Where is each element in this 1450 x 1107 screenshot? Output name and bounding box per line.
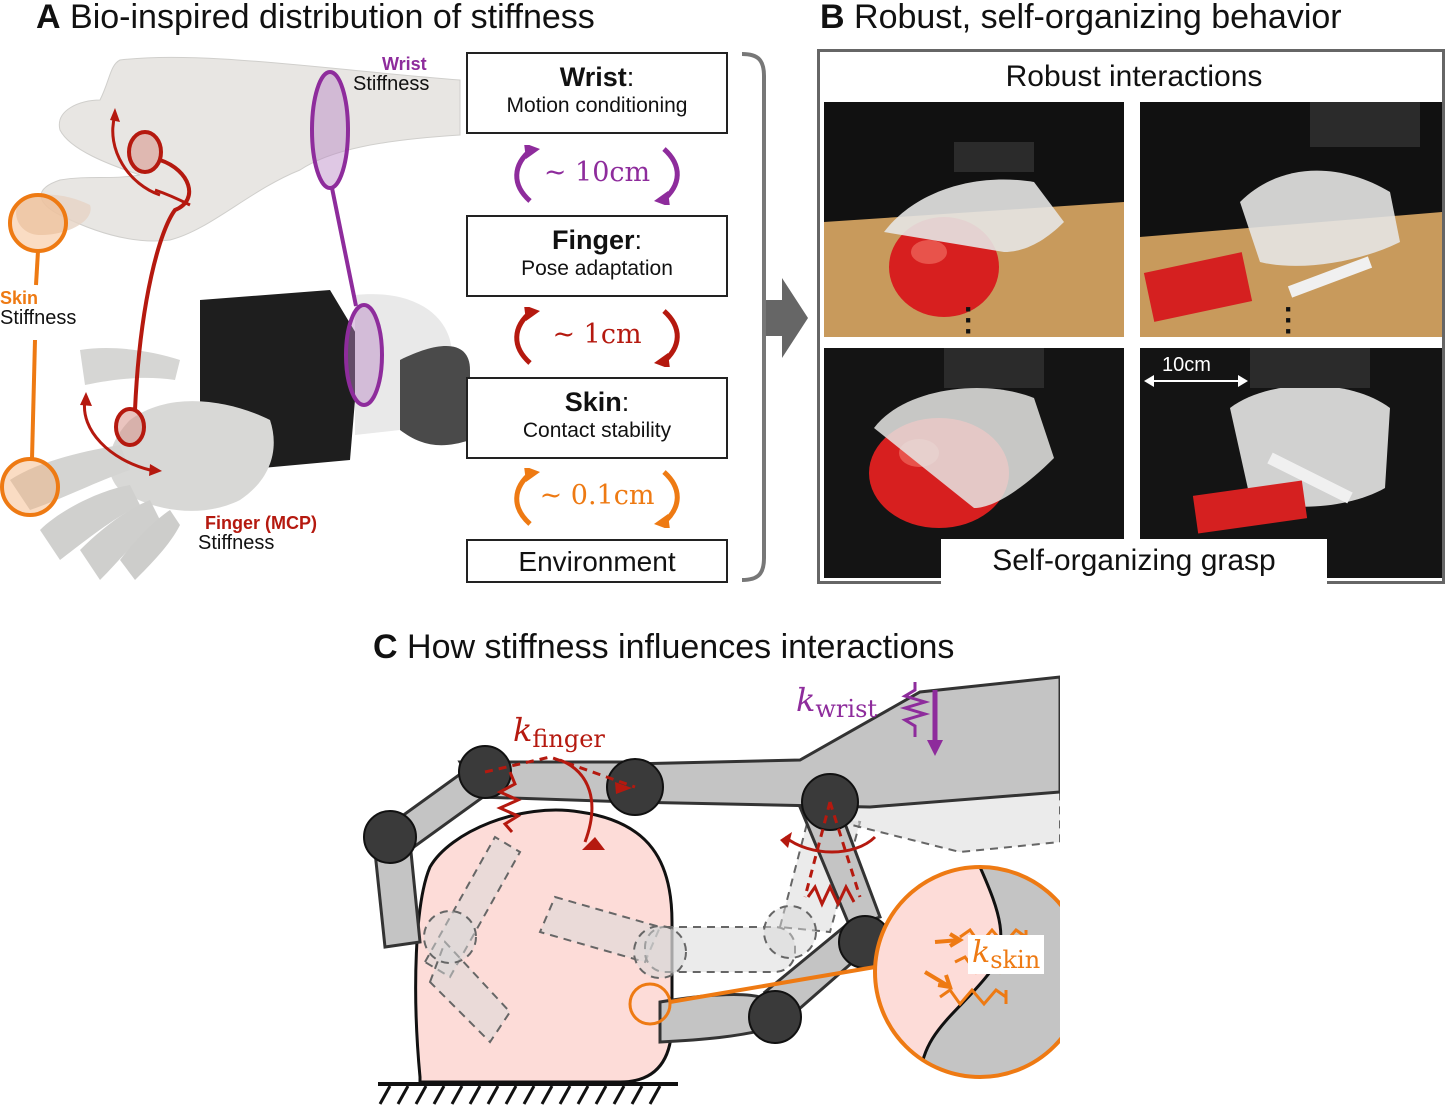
level-box-skin: Skin: Contact stability: [466, 377, 728, 459]
hand-illustration: [0, 56, 470, 580]
finger-label-name: Finger (MCP): [205, 513, 317, 533]
k-wrist-label: kwrist: [796, 681, 878, 723]
scale-wrist: ~ 10cm: [512, 145, 682, 205]
ellipsis-right: ···: [1284, 293, 1294, 348]
photo-objects-grasp: 10cm: [1140, 348, 1442, 578]
k-finger-label: kfinger: [513, 711, 605, 753]
photo-objects-initial: [1140, 102, 1442, 337]
level-box-finger: Finger: Pose adaptation: [466, 215, 728, 297]
caption-robust-interactions: Robust interactions: [953, 55, 1315, 102]
panel-a-title: A Bio-inspired distribution of stiffness: [36, 0, 595, 36]
interaction-schematic: [363, 675, 1060, 1105]
wrist-label-word: Stiffness: [353, 73, 430, 95]
ellipsis-left: ···: [964, 293, 974, 348]
bracket-arrow: [741, 52, 808, 582]
skin-label-name: Skin: [0, 288, 39, 308]
level-box-wrist: Wrist: Motion conditioning: [466, 52, 728, 134]
photo-pepper-initial: [824, 102, 1124, 337]
k-skin-label: kskin: [968, 935, 1045, 974]
skin-label-word: Stiffness: [0, 307, 77, 329]
panel-b-title: B Robust, self-organizing behavior: [820, 0, 1342, 36]
caption-self-organizing-grasp: Self-organizing grasp: [941, 539, 1327, 584]
scale-wrist-value: ~ 10cm: [543, 157, 651, 188]
scale-skin-value: ~ 0.1cm: [539, 480, 655, 511]
wrist-label-name: Wrist: [382, 54, 427, 74]
finger-label-word: Stiffness: [198, 532, 275, 554]
scale-bar-label: 10cm: [1162, 354, 1211, 376]
photo-grid: 10cm Robust interactions Self-organizing…: [817, 49, 1445, 584]
panel-c-title: C How stiffness influences interactions: [373, 628, 955, 666]
scale-skin: ~ 0.1cm: [512, 468, 682, 528]
scale-finger: ~ 1cm: [512, 307, 682, 367]
level-box-environment: Environment: [466, 539, 728, 583]
scale-finger-value: ~ 1cm: [552, 319, 642, 350]
